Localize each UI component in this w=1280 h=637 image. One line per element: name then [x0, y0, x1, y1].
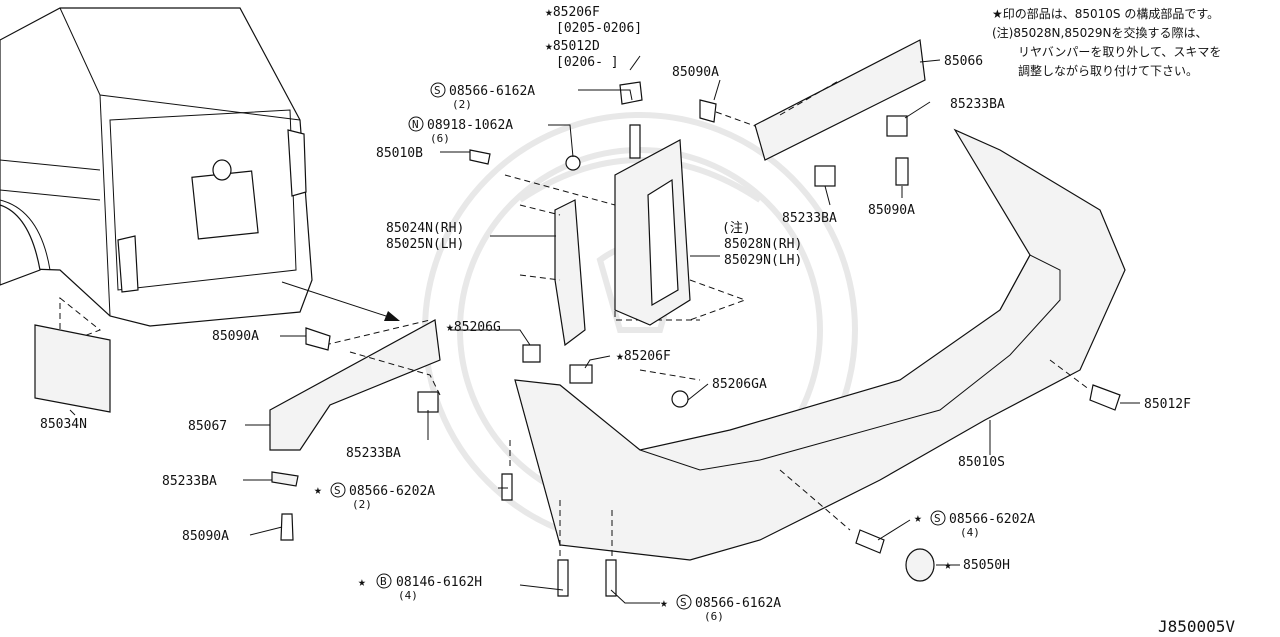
prefix-s-4: S [680, 596, 687, 609]
label-85090a-mid: 85090A [868, 203, 915, 218]
prefix-b: B [380, 575, 387, 588]
label-note-mark: (注) [722, 221, 751, 236]
label-85067: 85067 [188, 419, 227, 434]
note-line-2: (注)85028N,85029Nを交換する際は、 [992, 25, 1207, 40]
label-85010b: 85010B [376, 146, 423, 161]
label-08566-6162a-top: 08566-6162A [449, 84, 535, 99]
label-08146-6162h: 08146-6162H [396, 575, 482, 590]
qty-08566-6162a-top: (2) [452, 98, 472, 111]
prefix-s-3: S [934, 512, 941, 525]
prefix-s-1: S [434, 84, 441, 97]
license-plate-85034n [34, 324, 111, 413]
figure-code: J850005V [1158, 617, 1235, 636]
qty-08566-6202a-left: (2) [352, 498, 372, 511]
label-85233ba-left: 85233BA [162, 474, 217, 489]
label-85206f-top: ★85206F [545, 5, 600, 20]
label-08918-1062a: 08918-1062A [427, 118, 513, 133]
qty-08918-1062a: (6) [430, 132, 450, 145]
rear-bumper-cap-85050h [905, 548, 935, 582]
label-85206g: ★85206G [446, 320, 501, 335]
label-85233ba-mid: 85233BA [782, 211, 837, 226]
label-star-1: ★ [314, 483, 322, 498]
label-85090a-left: 85090A [212, 329, 259, 344]
qty-08146-6162h: (4) [398, 589, 418, 602]
label-85090a-bottom: 85090A [182, 529, 229, 544]
bracket-85024n [554, 199, 586, 347]
notes-block: ★印の部品は、85010S の構成部品です。 (注)85028N,85029Nを… [992, 6, 1221, 78]
rear-bumper-85010s [514, 128, 1126, 561]
label-85206f-top-range: [0205-0206] [556, 21, 642, 36]
rear-finisher-85066 [754, 39, 926, 161]
label-85206ga: 85206GA [712, 377, 767, 392]
prefix-n: N [412, 118, 419, 131]
label-85090a-top: 85090A [672, 65, 719, 80]
label-85034n: 85034N [40, 417, 87, 432]
label-85028n: 85028N(RH) [724, 237, 802, 252]
qty-08566-6202a-right: (4) [960, 526, 980, 539]
label-85066: 85066 [944, 54, 983, 69]
note-line-3: リヤバンパーを取り外して、スキマを [1018, 45, 1221, 59]
label-85012d: ★85012D [545, 39, 600, 54]
label-85025n: 85025N(LH) [386, 237, 464, 252]
label-08566-6162a-bottom: 08566-6162A [695, 596, 781, 611]
label-85012d-range: [0206- ] [556, 55, 619, 70]
direction-arrow [281, 281, 400, 321]
leader-lines [69, 55, 1140, 604]
label-85206f-mid: ★85206F [616, 349, 671, 364]
note-line-4: 調整しながら取り付けて下さい。 [1018, 63, 1198, 78]
note-line-1: ★印の部品は、85010S の構成部品です。 [992, 6, 1219, 21]
label-85010s: 85010S [958, 455, 1005, 470]
label-08566-6202a-left: 08566-6202A [349, 484, 435, 499]
plate-lamp-finisher-85067 [269, 319, 441, 451]
van-rear-illustration [0, 7, 313, 346]
part-labels: ★85206F [0205-0206] ★85012D [0206- ] 850… [40, 5, 1191, 623]
label-08566-6202a-right: 08566-6202A [949, 512, 1035, 527]
label-85050h: 85050H [963, 558, 1010, 573]
label-85012f: 85012F [1144, 397, 1191, 412]
prefix-s-2: S [334, 484, 341, 497]
qty-08566-6162a-bottom: (6) [704, 610, 724, 623]
label-star-3: ★ [944, 558, 952, 573]
label-85233ba-low: 85233BA [346, 446, 401, 461]
label-star-4: ★ [358, 575, 366, 590]
label-85029n: 85029N(LH) [724, 253, 802, 268]
label-85024n: 85024N(RH) [386, 221, 464, 236]
label-star-2: ★ [914, 511, 922, 526]
label-star-5: ★ [660, 596, 668, 611]
label-85233ba-top: 85233BA [950, 97, 1005, 112]
